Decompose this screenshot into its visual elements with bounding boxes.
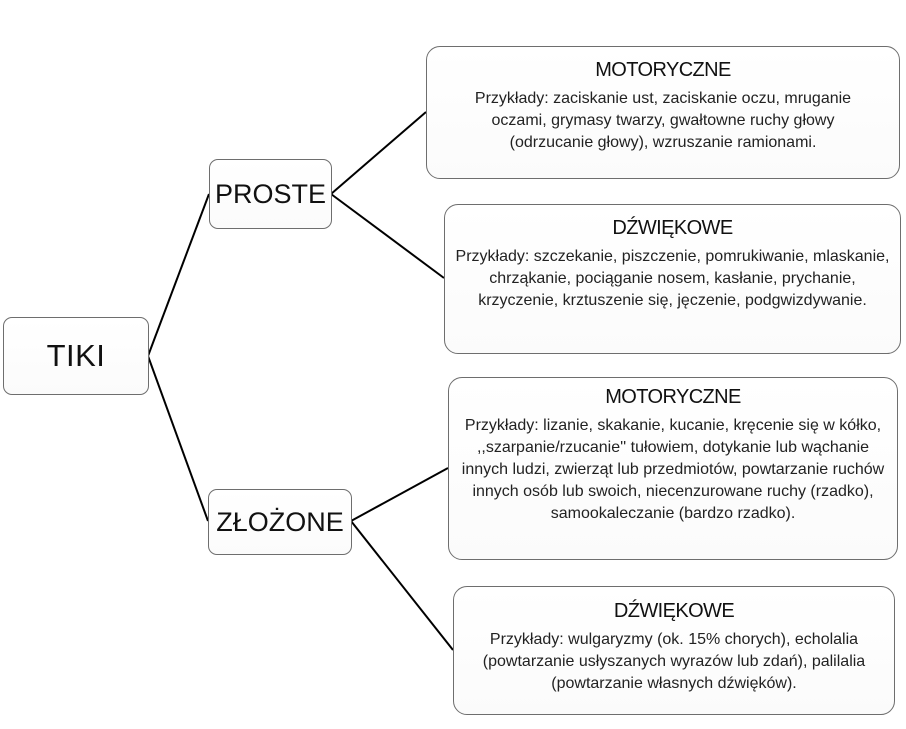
leaf-zlozone-dzwiekowe: DŹWIĘKOWE Przykłady: wulgaryzmy (ok. 15%… — [453, 586, 895, 715]
connector-proste-dzwiekowe — [330, 193, 445, 279]
branch-label-proste: PROSTE — [214, 178, 327, 209]
branch-node-proste: PROSTE — [209, 159, 332, 229]
leaf-zlozone-motoryczne: MOTORYCZNE Przykłady: lizanie, skakanie,… — [448, 377, 898, 560]
branch-label-zlozone: ZŁOŻONE — [216, 506, 344, 537]
leaf-title: MOTORYCZNE — [605, 386, 741, 408]
root-label: TIKI — [46, 338, 106, 373]
leaf-proste-dzwiekowe: DŹWIĘKOWE Przykłady: szczekanie, piszcze… — [444, 204, 901, 354]
leaf-title: DŹWIĘKOWE — [613, 600, 735, 622]
connector-zlozone-motoryczne — [350, 467, 449, 522]
leaf-text: Przykłady: szczekanie, piszczenie, pomru… — [455, 248, 890, 309]
connector-proste-motoryczne — [330, 111, 427, 195]
leaf-title: DŹWIĘKOWE — [612, 217, 733, 239]
leaf-title: MOTORYCZNE — [595, 59, 731, 81]
connector-root-zlozone — [147, 355, 209, 522]
connector-root-proste — [147, 193, 210, 357]
root-node-tiki: TIKI — [3, 317, 149, 395]
connector-zlozone-dzwiekowe — [350, 520, 454, 651]
branch-node-zlozone: ZŁOŻONE — [208, 489, 352, 555]
leaf-text: Przykłady: zaciskanie ust, zaciskanie oc… — [474, 90, 852, 151]
leaf-proste-motoryczne: MOTORYCZNE Przykłady: zaciskanie ust, za… — [426, 46, 900, 179]
leaf-text: Przykłady: lizanie, skakanie, kucanie, k… — [461, 417, 885, 522]
leaf-text: Przykłady: wulgaryzmy (ok. 15% chorych),… — [482, 631, 866, 692]
